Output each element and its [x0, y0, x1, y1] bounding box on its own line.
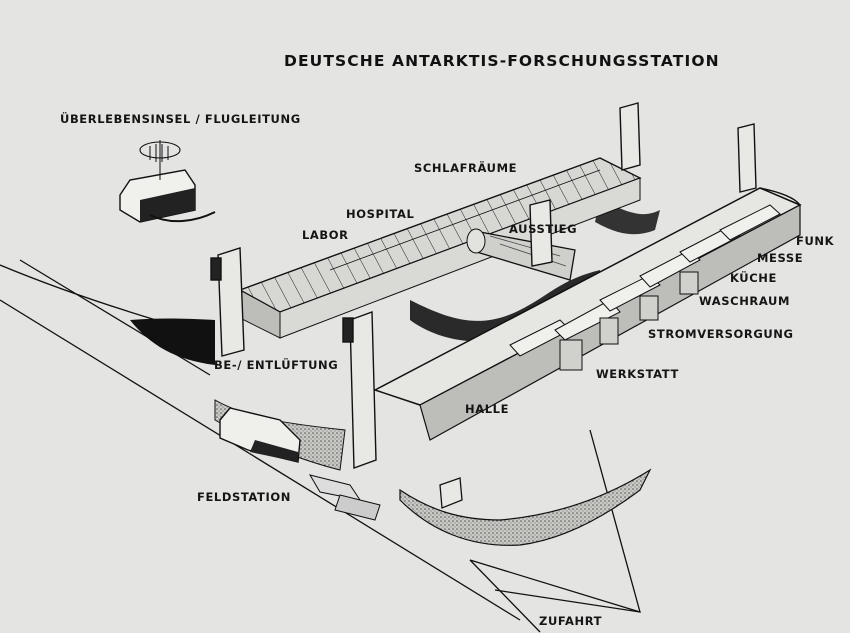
label-workshop: WERKSTATT: [596, 367, 679, 381]
label-sleeping-quarters: SCHLAFRÄUME: [414, 161, 518, 175]
label-hall: HALLE: [465, 402, 510, 416]
room-partitions: [509, 204, 781, 371]
label-ventilation: BE-/ ENTLÜFTUNG: [214, 358, 339, 372]
label-kitchen: KÜCHE: [730, 271, 777, 285]
label-hospital: HOSPITAL: [346, 207, 415, 221]
field-station-vehicle: [219, 407, 381, 521]
label-lab: LABOR: [302, 228, 349, 242]
label-mess: MESSE: [757, 251, 804, 265]
access-ramp: [439, 477, 463, 509]
label-exit: AUSSTIEG: [509, 222, 578, 236]
survival-island-hut: [119, 140, 216, 223]
connector-tube: [466, 228, 576, 281]
label-survival-island: ÜBERLEBENSINSEL / FLUGLEITUNG: [60, 112, 301, 126]
label-access-road: ZUFAHRT: [539, 614, 603, 628]
ventilation-towers: [210, 102, 757, 469]
label-washroom: WASCHRAUM: [699, 294, 790, 308]
label-radio: FUNK: [796, 234, 835, 248]
snow-surface-lines: [0, 259, 641, 633]
label-field-station: FELDSTATION: [197, 490, 291, 504]
diagram-title: DEUTSCHE ANTARKTIS-FORSCHUNGSSTATION: [284, 52, 720, 70]
label-power-supply: STROMVERSORGUNG: [648, 327, 794, 341]
